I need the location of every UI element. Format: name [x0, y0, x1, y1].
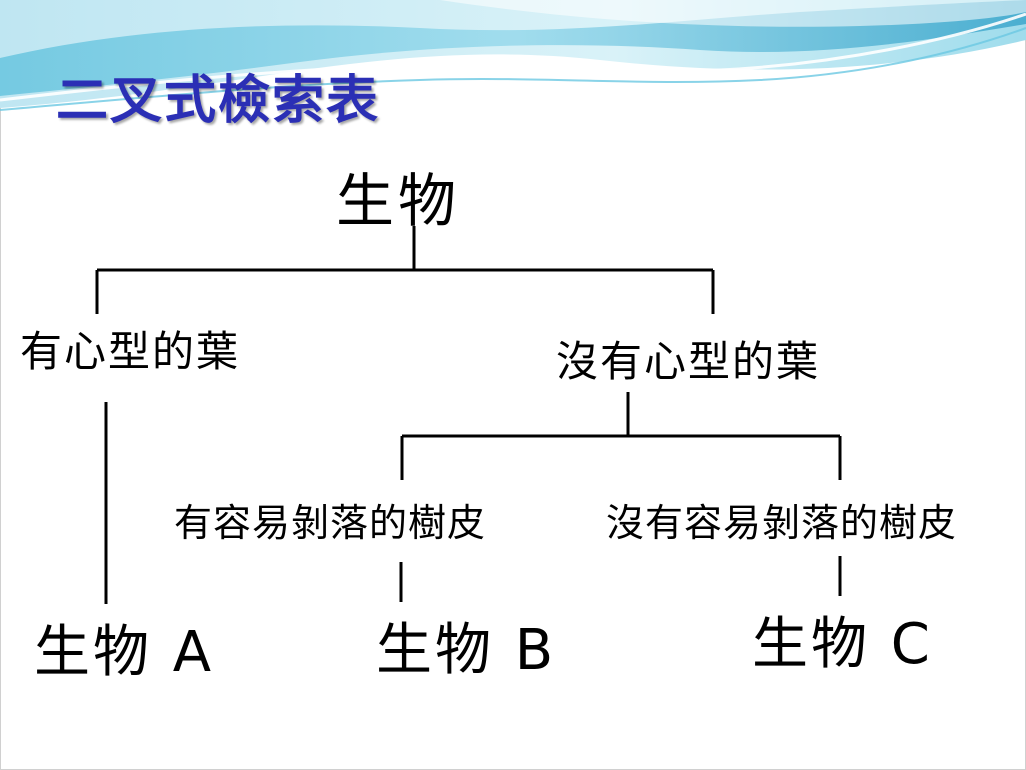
root-node: 生物 — [336, 167, 461, 235]
slide-title: 二叉式檢索表 — [56, 71, 381, 131]
leaf-organism-b: 生物 B — [376, 618, 557, 683]
node-no-heart-shaped-leaf: 沒有心型的葉 — [556, 337, 821, 386]
node-no-peeling-bark: 沒有容易剝落的樹皮 — [606, 501, 958, 545]
leaf-organism-a: 生物 A — [34, 620, 215, 685]
node-peeling-bark: 有容易剝落的樹皮 — [174, 501, 487, 545]
wave-banner — [0, 0, 1026, 111]
node-heart-shaped-leaf: 有心型的葉 — [20, 327, 241, 376]
leaf-organism-c: 生物 C — [752, 612, 933, 677]
